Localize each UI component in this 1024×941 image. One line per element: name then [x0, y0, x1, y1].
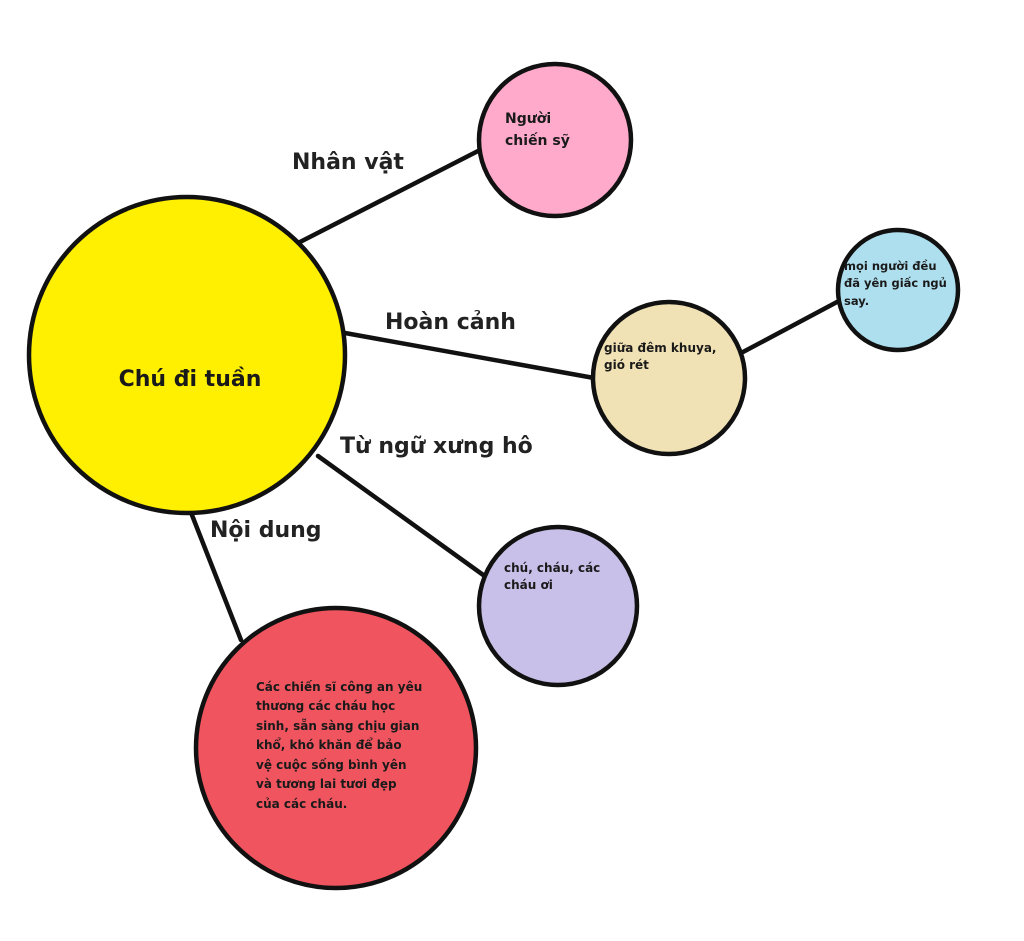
- node-hoan-canh-text: giữa đêm khuya, gió rét: [604, 341, 717, 373]
- node-tu-ngu: [476, 524, 640, 688]
- node-hoan-canh-sub-text: mọi người đều đã yên giấc ngủ say.: [844, 259, 947, 308]
- center-node-label: Chú đi tuần: [118, 367, 262, 392]
- node-tu-ngu-text: chú, cháu, các cháu ơi: [504, 561, 601, 593]
- edge-center-tu-ngu: [315, 453, 489, 580]
- node-hoan-canh-sub: [835, 227, 961, 353]
- edge-label-nhan-vat: Nhân vật: [292, 150, 404, 175]
- edge-center-nhan-vat: [297, 147, 483, 245]
- node-nhan-vat-text: Người chiến sỹ: [505, 111, 570, 150]
- edge-label-tu-ngu: Từ ngữ xưng hô: [340, 434, 533, 459]
- node-nhan-vat: [476, 61, 634, 219]
- center-node: [26, 194, 348, 516]
- edge-center-hoan-canh: [342, 330, 597, 381]
- node-hoan-canh: [590, 299, 748, 457]
- node-noi-dung: [193, 605, 479, 891]
- node-noi-dung-text: Các chiến sĩ công an yêu thương các cháu…: [256, 680, 423, 811]
- edge-label-noi-dung: Nội dung: [210, 518, 322, 543]
- edge-center-noi-dung: [187, 507, 244, 643]
- edge-hoan-canh-sub: [740, 299, 840, 355]
- edge-label-hoan-canh: Hoàn cảnh: [385, 310, 516, 335]
